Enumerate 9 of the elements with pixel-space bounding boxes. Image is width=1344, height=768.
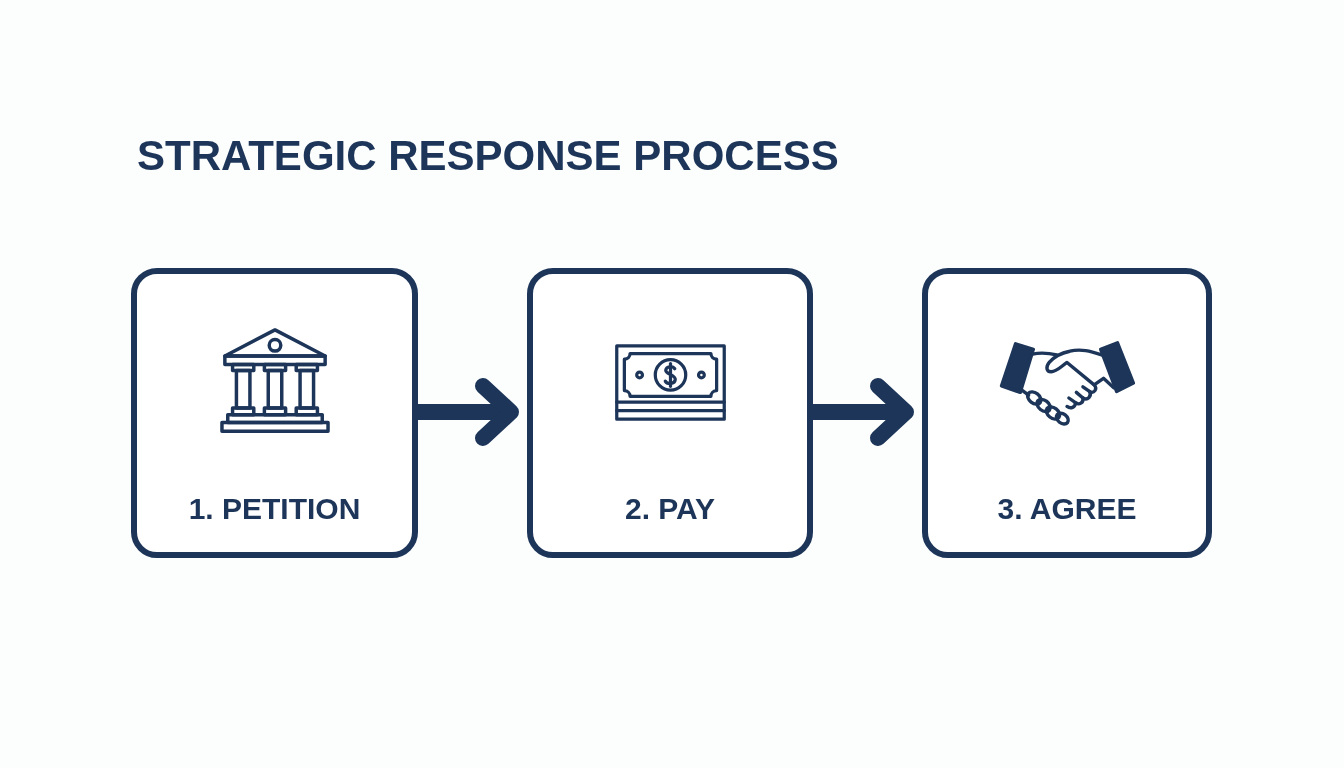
step-label: 2. PAY — [624, 491, 716, 527]
arrow — [418, 378, 519, 446]
process-box — [131, 268, 418, 558]
process-box — [527, 268, 813, 558]
step-label: 1. PETITION — [188, 491, 361, 527]
diagram-title: STRATEGIC RESPONSE PROCESS — [137, 131, 839, 181]
process-box — [922, 268, 1212, 558]
arrow — [813, 378, 914, 446]
step-label: 3. AGREE — [997, 491, 1137, 527]
